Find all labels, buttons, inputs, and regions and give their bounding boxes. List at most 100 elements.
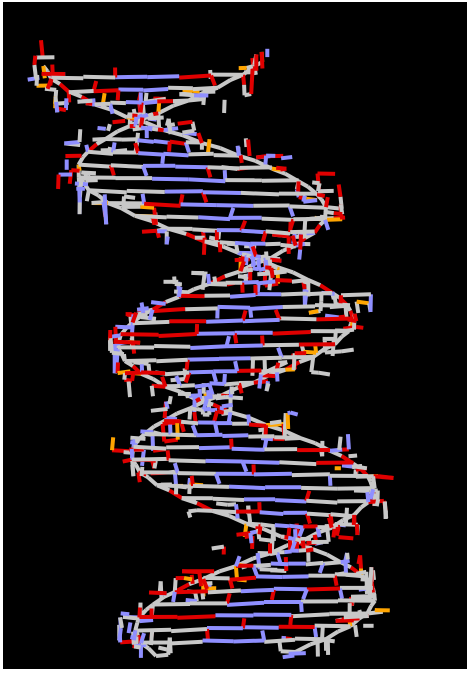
base-pair-bond: [284, 549, 292, 555]
base-pair-bond: [168, 458, 206, 464]
sugar-phosphate-bond: [270, 568, 287, 573]
base-pair-bond: [120, 332, 159, 337]
base-pair-bond: [269, 550, 278, 557]
base-pair-bond: [187, 357, 220, 362]
backbone-bond: [324, 629, 340, 641]
backbone-bond: [294, 642, 312, 654]
base-pair-bond: [170, 627, 208, 634]
base-side-bond: [232, 332, 239, 344]
base-side-bond: [323, 219, 331, 231]
base-pair-bond: [213, 153, 239, 158]
base-pair-bond: [264, 637, 296, 644]
sugar-phosphate-bond: [274, 362, 281, 370]
base-pair-bond: [258, 279, 276, 286]
base-side-bond: [139, 117, 145, 128]
sugar-phosphate-bond: [297, 249, 303, 260]
sugar-phosphate-bond: [150, 300, 166, 306]
sugar-phosphate-bond: [141, 228, 158, 234]
base-side-bond: [206, 273, 212, 285]
base-pair-bond: [131, 456, 169, 462]
backbone-bond: [312, 223, 322, 234]
sugar-phosphate-bond: [77, 98, 93, 104]
base-side-bond: [326, 517, 334, 529]
backbone-bond: [147, 646, 158, 658]
dna-helix-model[interactable]: [3, 2, 467, 669]
base-pair-bond: [261, 367, 286, 374]
sugar-phosphate-bond: [164, 416, 178, 422]
sugar-phosphate-bond: [356, 299, 370, 306]
base-side-bond: [290, 234, 298, 247]
base-side-bond: [297, 525, 306, 538]
base-pair-bond: [188, 177, 226, 184]
base-pair-bond: [306, 498, 338, 505]
base-pair-bond: [205, 458, 243, 464]
base-pair-bond: [295, 537, 300, 542]
base-pair-bond: [260, 254, 266, 260]
base-pair-bond: [337, 486, 374, 491]
base-side-bond: [212, 410, 220, 422]
backbone-bond: [58, 82, 71, 94]
base-pair-bond: [260, 522, 276, 529]
backbone-bond: [312, 347, 326, 359]
sugar-phosphate-bond: [123, 194, 136, 200]
base-side-bond: [171, 591, 177, 603]
sugar-phosphate-bond: [81, 170, 97, 176]
base-pair-bond: [141, 370, 166, 376]
molecule-viewer[interactable]: [3, 2, 467, 669]
sugar-phosphate-bond: [139, 302, 146, 314]
base-side-bond: [201, 578, 209, 590]
sugar-phosphate-bond: [301, 195, 307, 203]
sugar-phosphate-bond: [343, 560, 348, 574]
sugar-phosphate-bond: [183, 576, 193, 582]
base-side-bond: [324, 196, 330, 208]
base-pair-bond: [305, 547, 314, 553]
base-pair-bond: [209, 381, 225, 386]
base-pair-bond: [250, 355, 282, 361]
sugar-phosphate-bond: [189, 574, 195, 585]
base-side-bond: [160, 153, 166, 165]
base-side-bond: [226, 411, 233, 423]
sugar-phosphate-bond: [97, 126, 107, 131]
base-side-bond: [289, 540, 297, 553]
sugar-phosphate-bond: [258, 537, 275, 543]
sugar-phosphate-bond: [126, 381, 132, 398]
sugar-phosphate-bond: [102, 194, 109, 225]
base-side-bond: [337, 588, 344, 599]
base-pair-bond: [258, 266, 266, 272]
base-pair-bond: [141, 99, 158, 106]
base-side-bond: [237, 382, 244, 394]
sugar-phosphate-bond: [113, 339, 141, 345]
base-pair-bond: [158, 332, 197, 338]
base-pair-bond: [261, 178, 299, 183]
base-side-bond: [240, 309, 248, 322]
base-pair-bond: [170, 432, 197, 438]
sugar-phosphate-bond: [71, 168, 80, 173]
base-pair-bond: [174, 589, 208, 595]
base-pair-bond: [274, 523, 290, 529]
base-pair-bond: [143, 87, 169, 93]
base-side-bond: [248, 307, 254, 318]
sugar-phosphate-bond: [172, 276, 177, 285]
sugar-phosphate-bond: [124, 377, 133, 383]
base-side-bond: [275, 552, 283, 564]
base-pair-bond: [195, 397, 202, 403]
sugar-phosphate-bond: [206, 397, 212, 415]
base-side-bond: [227, 577, 235, 589]
base-pair-bond: [78, 162, 111, 169]
base-pair-bond: [229, 292, 256, 299]
base-pair-bond: [185, 306, 218, 312]
base-pair-bond: [305, 560, 324, 567]
base-pair-bond: [166, 214, 199, 220]
base-side-bond: [269, 267, 275, 279]
sugar-phosphate-bond: [172, 577, 178, 593]
base-pair-bond: [204, 239, 220, 245]
sugar-phosphate-bond: [340, 292, 371, 298]
sugar-phosphate-bond: [126, 622, 133, 634]
base-pair-bond: [233, 638, 265, 644]
base-side-bond: [197, 388, 203, 399]
sugar-phosphate-bond: [143, 92, 149, 102]
sugar-phosphate-bond: [330, 338, 336, 357]
sugar-phosphate-bond: [190, 121, 197, 132]
sugar-phosphate-bond: [309, 356, 316, 373]
sugar-phosphate-bond: [338, 295, 343, 304]
